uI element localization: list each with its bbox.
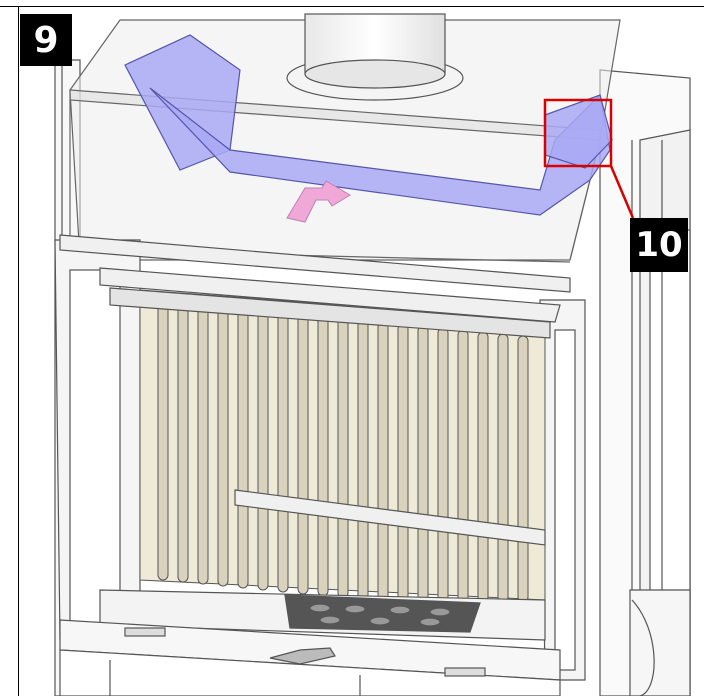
top-border-line bbox=[0, 6, 704, 7]
outer-housing bbox=[599, 69, 691, 696]
top-rails bbox=[59, 234, 571, 339]
front-sill bbox=[59, 619, 561, 696]
deflector-bracket-highlight bbox=[124, 34, 613, 216]
flue-collar bbox=[286, 13, 464, 101]
middle-rail bbox=[234, 489, 546, 546]
firebox-floor bbox=[99, 589, 546, 641]
step-number-badge: 9 bbox=[20, 14, 72, 66]
back-baffle bbox=[139, 289, 546, 607]
callout-number-badge: 10 bbox=[630, 218, 688, 272]
left-border-line bbox=[18, 6, 19, 696]
insert-direction-arrow bbox=[286, 180, 351, 223]
callout-10-marker bbox=[543, 98, 635, 219]
